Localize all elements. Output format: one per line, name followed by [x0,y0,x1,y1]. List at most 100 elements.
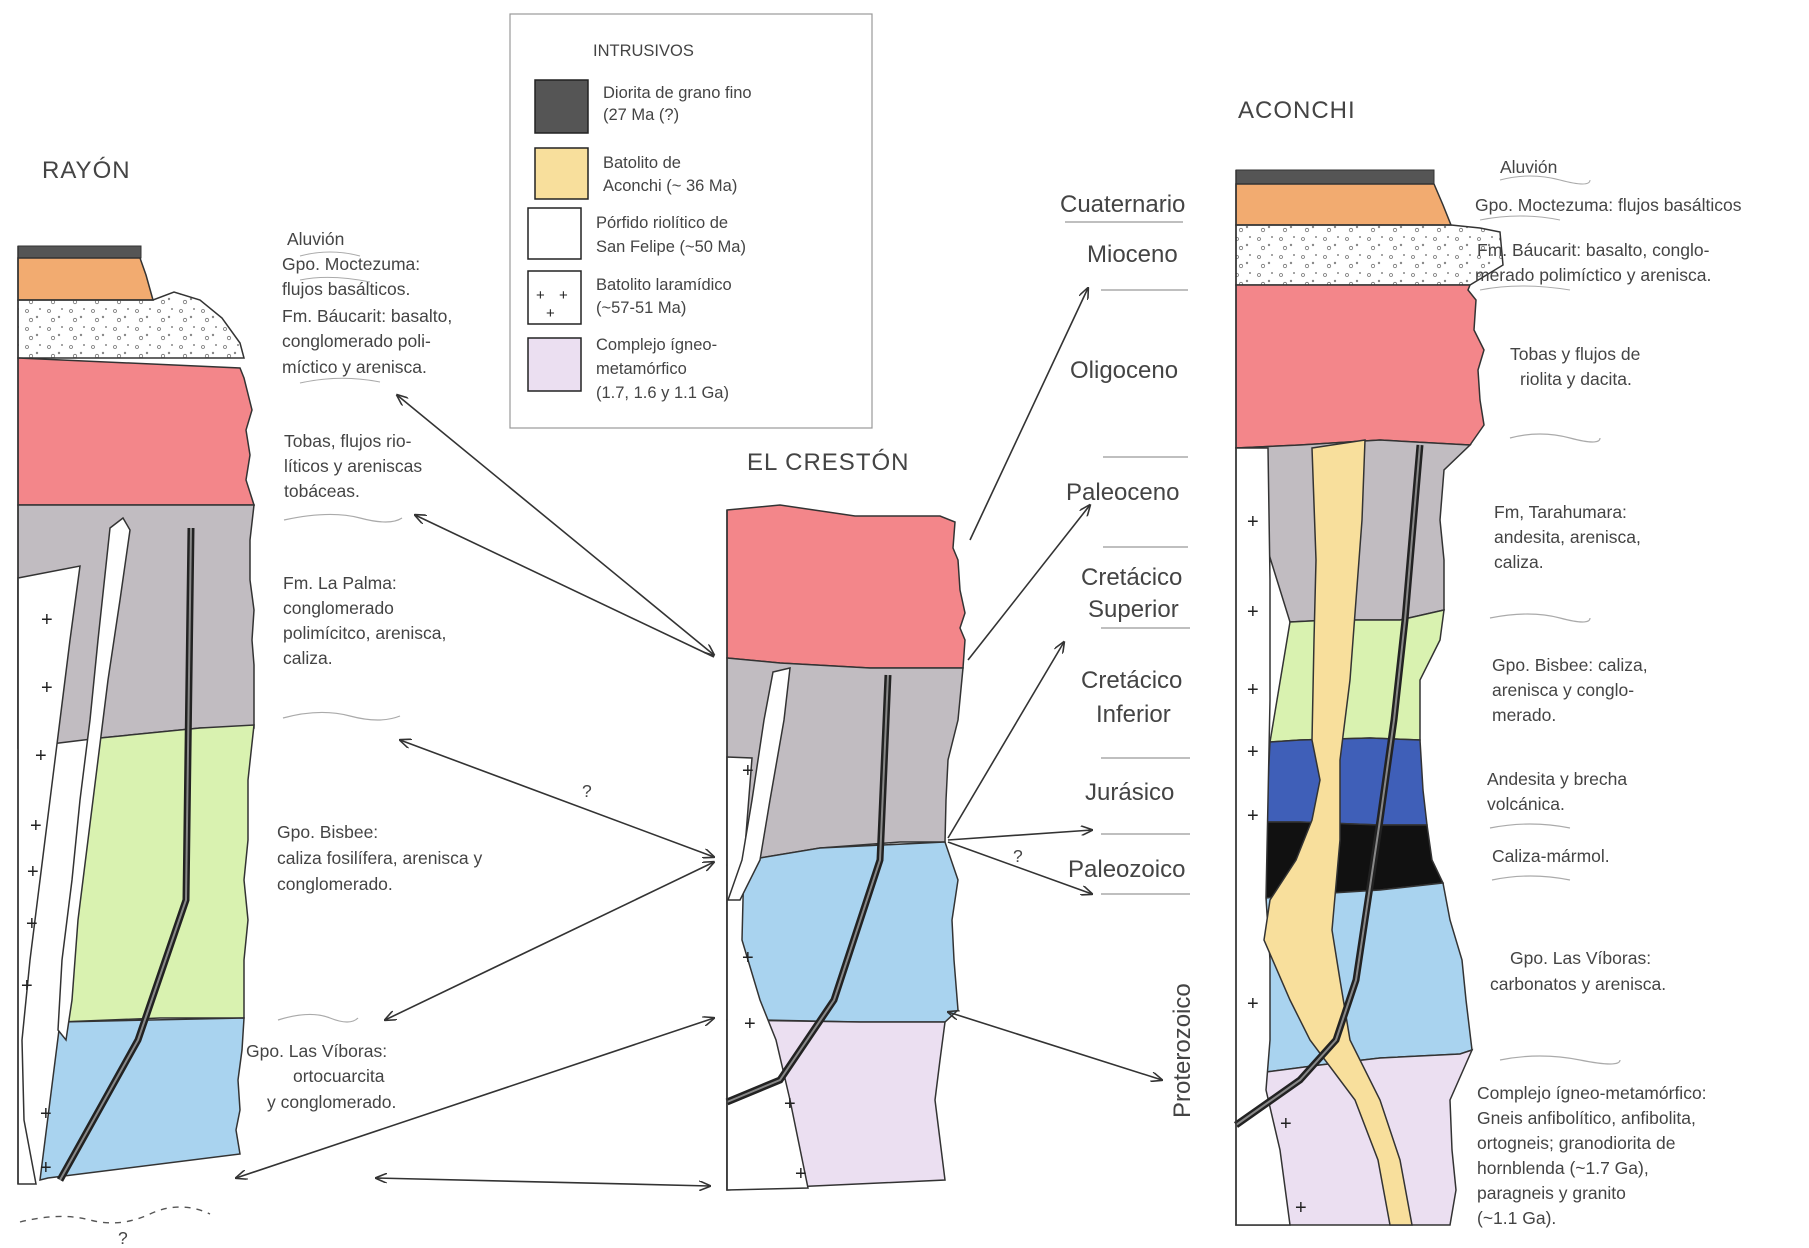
age-scale: Cuaternario Mioceno Oligoceno Paleoceno … [1060,191,1196,1118]
unit-label: Tobas y flujos de [1510,344,1640,364]
legend-item-label: Aconchi (~ 36 Ma) [603,177,737,195]
question-mark: ? [1013,846,1023,866]
creston-viboras [727,842,958,1022]
unit-label: volcánica. [1487,794,1565,814]
legend-item-label: Diorita de grano fino [603,84,752,102]
plus-mark: + [784,1093,796,1115]
plus-mark: + [1247,805,1259,827]
unit-label: Andesita y brecha [1487,769,1627,789]
plus-mark: + [1247,741,1259,763]
rayon-baucarit [18,292,244,358]
unit-label: merado. [1492,705,1556,725]
question-mark: ? [118,1228,128,1248]
creston-tobas [727,505,965,668]
unit-label: andesita, arenisca, [1494,527,1641,547]
legend-swatch-porfido [528,208,581,259]
legend-swatch-diorita [535,80,588,133]
arrow-cret-sup [948,642,1064,838]
plus-mark: + [35,745,47,767]
column-title-rayon: RAYÓN [42,157,131,184]
plus-mark: + [1247,993,1259,1015]
column-title-creston: EL CRESTÓN [747,449,909,476]
plus-mark: + [1247,679,1259,701]
age-label: Proterozoico [1169,983,1196,1118]
legend-item-label: (1.7, 1.6 y 1.1 Ga) [596,384,729,402]
unit-label: Gpo. Moctezuma: [282,254,420,274]
unit-label: carbonatos y arenisca. [1490,974,1666,994]
legend-title: INTRUSIVOS [593,42,694,60]
legend-item-label: metamórfico [596,360,687,378]
unit-label: Gpo. Moctezuma: flujos basálticos [1475,195,1742,215]
plus-mark: + [546,305,555,322]
unit-label: Complejo ígneo-metamórfico: [1477,1083,1707,1103]
arrow-gray-bisbee [400,740,714,857]
unit-label: Aluvión [1500,157,1557,177]
age-label: Cretácico [1081,667,1182,694]
arrow-viboras-rayon-viboras [385,862,714,1020]
unit-label: conglomerado poli- [282,331,431,351]
unit-label: polimícitco, arenisca, [283,623,446,643]
arrow-tobas-baucarit [397,395,714,655]
age-label: Mioceno [1087,241,1178,268]
plus-mark: + [21,975,33,997]
legend-swatch-complejo [528,338,581,391]
unit-label: flujos basálticos. [282,279,410,299]
plus-mark: + [742,760,754,782]
unit-label: Aluvión [287,229,344,249]
plus-mark: + [41,677,53,699]
dashed-contact [20,1207,210,1223]
unit-label: Fm, Tarahumara: [1494,502,1627,522]
unit-label: (~1.1 Ga). [1477,1208,1556,1228]
plus-mark: + [26,913,38,935]
age-label: Oligoceno [1070,357,1178,384]
plus-mark: + [40,1157,52,1179]
age-label: Superior [1088,596,1179,623]
unit-label: Gpo. Las Víboras: [246,1041,387,1061]
legend-item-label: Pórfido riolítico de [596,214,728,232]
unit-label: Fm. Báucarit: basalto, [282,306,452,326]
plus-mark: + [30,815,42,837]
unit-label: Fm. La Palma: [283,573,397,593]
column-rayon [18,246,254,1184]
unit-label: Gpo. Bisbee: caliza, [1492,655,1648,675]
legend-item-label: (~57-51 Ma) [596,299,686,317]
legend-item-label: San Felipe (~50 Ma) [596,238,746,256]
unit-label: hornblenda (~1.7 Ga), [1477,1158,1649,1178]
unit-label: y conglomerado. [267,1092,396,1112]
plus-mark: + [1247,601,1259,623]
legend: INTRUSIVOS Diorita de grano fino (27 Ma … [510,14,872,428]
plus-mark: + [744,1013,756,1035]
plus-mark: + [1280,1113,1292,1135]
aconchi-moctezuma [1236,184,1451,225]
age-label: Paleoceno [1066,479,1179,506]
plus-mark: + [536,287,545,304]
unit-label: caliza fosilífera, arenisca y [277,848,482,868]
unit-label: riolita y dacita. [1520,369,1632,389]
plus-mark: + [559,287,568,304]
plus-mark: + [795,1163,807,1185]
unit-label: Tobas, flujos rio- [284,431,412,451]
arrow-bottom [376,1178,710,1186]
question-mark: ? [582,781,592,801]
age-label: Jurásico [1085,779,1174,806]
arrow-tobas-lapalma [415,515,714,657]
age-label: Paleozoico [1068,856,1185,883]
plus-mark: + [1295,1197,1307,1219]
unit-label: caliza. [1494,552,1544,572]
unit-label: conglomerado. [277,874,393,894]
aconchi-aluvion [1236,170,1434,184]
arrow-jurasico [948,830,1092,840]
rayon-labels: Aluvión Gpo. Moctezuma: flujos basáltico… [246,229,482,1112]
age-label: Cretácico [1081,564,1182,591]
plus-mark: + [41,609,53,631]
plus-mark: + [40,1103,52,1125]
column-aconchi [1236,170,1503,1225]
rayon-moctezuma [18,258,153,300]
unit-label: conglomerado [283,598,394,618]
age-label: Cuaternario [1060,191,1185,218]
age-label: Inferior [1096,701,1171,728]
legend-item-label: (27 Ma (?) [603,106,679,124]
unit-label: arenisca y conglo- [1492,680,1634,700]
unit-label: Gpo. Bisbee: [277,822,378,842]
unit-label: líticos y areniscas [284,456,422,476]
